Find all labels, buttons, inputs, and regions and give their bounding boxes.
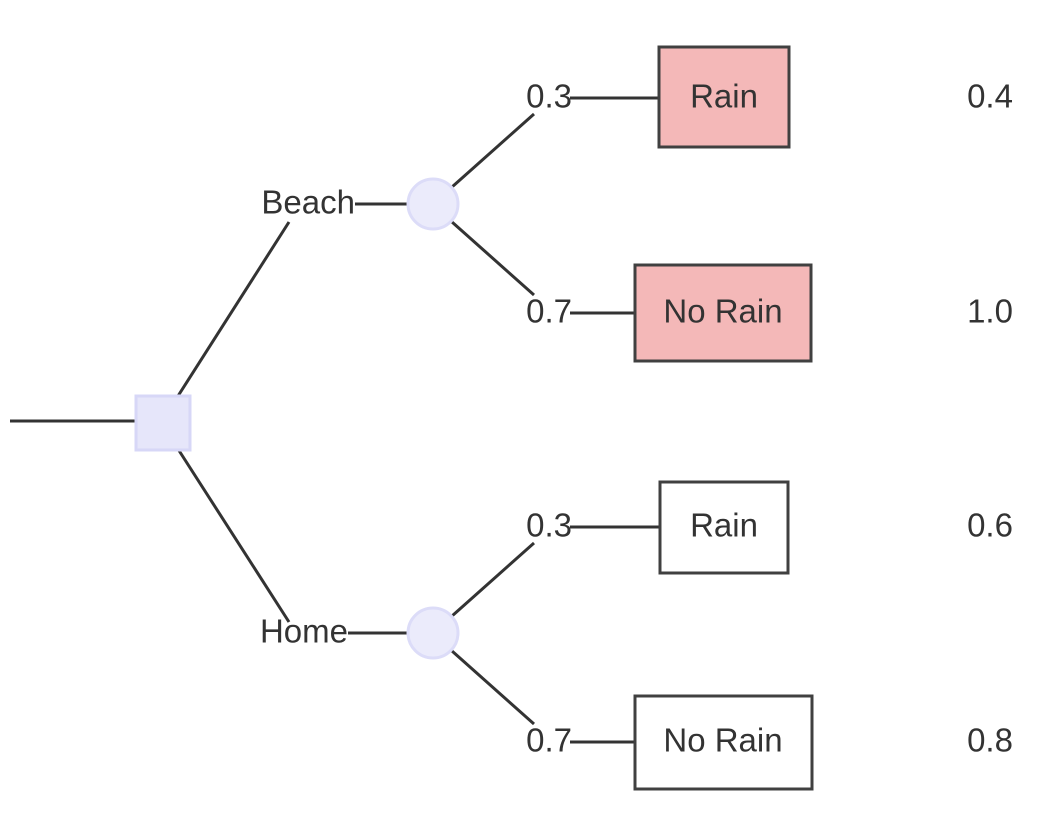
payoff-value-home-rain: 0.6	[967, 507, 1013, 544]
probability-label-home-rain: 0.3	[526, 507, 572, 544]
edge-home-chance-to-rain	[451, 541, 535, 618]
chance-node-beach[interactable]	[406, 177, 460, 231]
outcome-label-home-rain: Rain	[690, 507, 758, 544]
probability-label-home-norain: 0.7	[526, 722, 572, 759]
payoff-value-beach-norain: 1.0	[967, 293, 1013, 330]
chance-node-home[interactable]	[406, 606, 460, 660]
outcome-box-beach-norain[interactable]	[633, 263, 813, 363]
outcome-box-beach-rain[interactable]	[657, 45, 791, 149]
probability-label-beach-norain: 0.7	[526, 293, 572, 330]
outcome-label-home-norain: No Rain	[663, 722, 782, 759]
probability-label-beach-rain: 0.3	[526, 78, 572, 115]
edge-root-to-beach	[176, 221, 291, 397]
outcome-beach-rain[interactable]: Rain	[657, 45, 791, 149]
outcome-beach-norain[interactable]: No Rain	[633, 263, 813, 363]
outcome-box-home-norain[interactable]	[633, 694, 814, 791]
payoff-value-home-norain: 0.8	[967, 722, 1013, 759]
decision-node-root[interactable]	[134, 394, 192, 452]
outcome-home-rain[interactable]: Rain	[658, 480, 790, 575]
edge-beach-chance-to-norain	[451, 220, 535, 297]
branch-label-home: Home	[260, 613, 348, 650]
outcome-box-home-rain[interactable]	[658, 480, 790, 575]
outcome-label-beach-norain: No Rain	[663, 293, 782, 330]
outcome-label-beach-rain: Rain	[690, 78, 758, 115]
branch-label-beach: Beach	[261, 184, 355, 221]
outcome-home-norain[interactable]: No Rain	[633, 694, 814, 791]
payoff-value-beach-rain: 0.4	[967, 78, 1013, 115]
edge-beach-chance-to-rain	[451, 112, 535, 189]
edge-home-chance-to-norain	[451, 649, 535, 726]
edge-root-to-home	[176, 448, 291, 623]
edges-group	[10, 96, 661, 744]
